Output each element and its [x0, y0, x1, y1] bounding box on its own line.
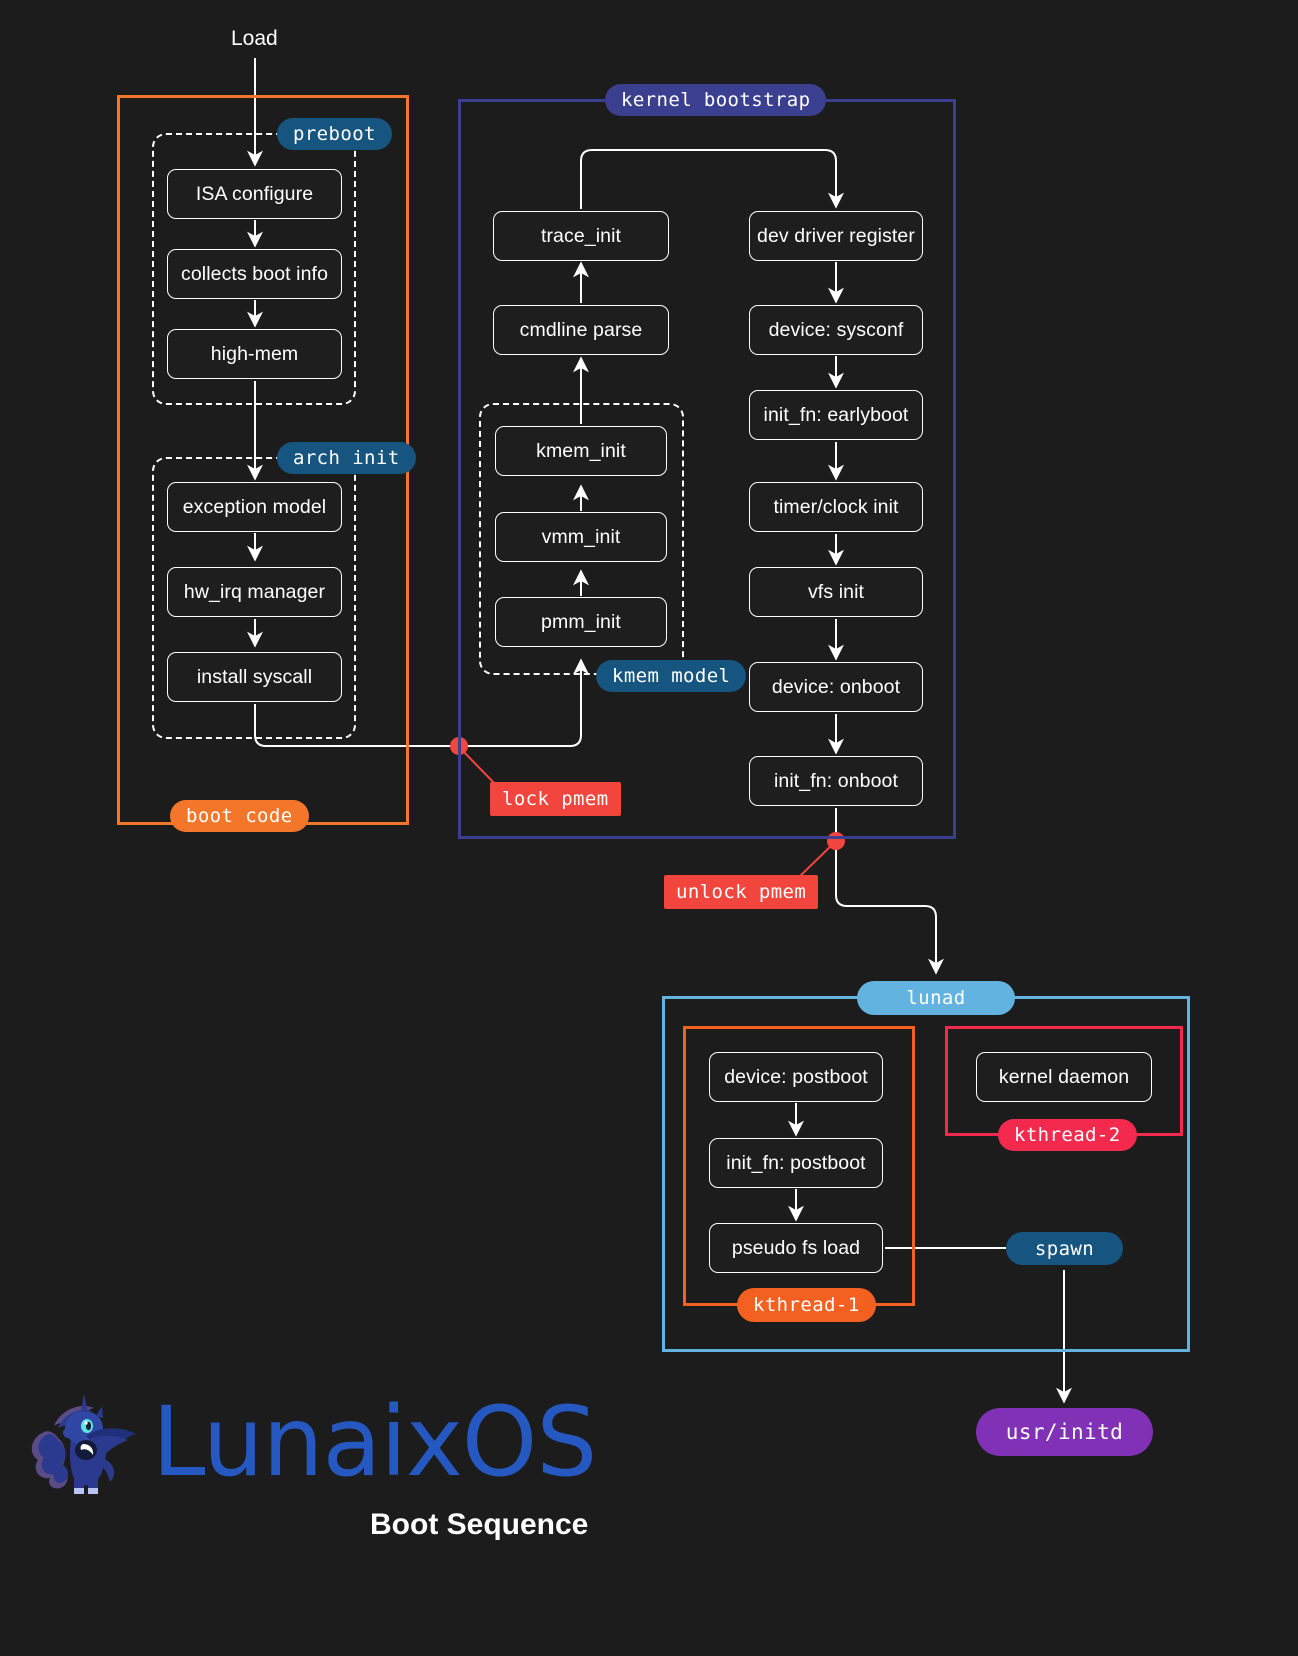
node-device-onboot[interactable]: device: onboot [749, 662, 923, 712]
spawn-label: spawn [1006, 1232, 1123, 1265]
node-init-fn-earlyboot[interactable]: init_fn: earlyboot [749, 390, 923, 440]
node-device-sysconf[interactable]: device: sysconf [749, 305, 923, 355]
node-install-syscall[interactable]: install syscall [167, 652, 342, 702]
annotation-lock-pmem: lock pmem [490, 782, 621, 816]
node-pseudo-fs-load[interactable]: pseudo fs load [709, 1223, 883, 1273]
node-init-fn-onboot[interactable]: init_fn: onboot [749, 756, 923, 806]
group-label-kernel-bootstrap: kernel bootstrap [605, 84, 827, 116]
group-label-kthread-1: kthread-1 [737, 1288, 876, 1322]
group-kmem-model [479, 403, 684, 675]
entry-label: Load [231, 27, 278, 50]
group-label-boot-code: boot code [170, 800, 309, 832]
node-init-fn-postboot[interactable]: init_fn: postboot [709, 1138, 883, 1188]
node-pmm-init[interactable]: pmm_init [495, 597, 667, 647]
group-preboot [152, 133, 356, 405]
annotation-unlock-pmem: unlock pmem [664, 875, 819, 909]
luna-mascot-icon [31, 1394, 136, 1494]
node-dev-driver-register[interactable]: dev driver register [749, 211, 923, 261]
node-cmdline-parse[interactable]: cmdline parse [493, 305, 669, 355]
group-label-arch-init: arch init [277, 442, 416, 474]
group-label-lunad: lunad [857, 981, 1015, 1015]
node-isa-configure[interactable]: ISA configure [167, 169, 342, 219]
node-high-mem[interactable]: high-mem [167, 329, 342, 379]
node-vmm-init[interactable]: vmm_init [495, 512, 667, 562]
node-exception-model[interactable]: exception model [167, 482, 342, 532]
diagram-title: Boot Sequence [370, 1508, 589, 1541]
group-label-preboot: preboot [277, 118, 392, 150]
node-hw-irq-manager[interactable]: hw_irq manager [167, 567, 342, 617]
group-label-kthread-2: kthread-2 [998, 1119, 1137, 1151]
node-vfs-init[interactable]: vfs init [749, 567, 923, 617]
terminal-usr-initd: usr/initd [976, 1408, 1153, 1456]
node-collects-boot-info[interactable]: collects boot info [167, 249, 342, 299]
node-kernel-daemon[interactable]: kernel daemon [976, 1052, 1152, 1102]
brand-wordmark: LunaixOS [152, 1386, 597, 1498]
node-device-postboot[interactable]: device: postboot [709, 1052, 883, 1102]
node-kmem-init[interactable]: kmem_init [495, 426, 667, 476]
node-trace-init[interactable]: trace_init [493, 211, 669, 261]
node-timer-clock-init[interactable]: timer/clock init [749, 482, 923, 532]
group-label-kmem-model: kmem model [596, 660, 747, 692]
group-arch-init [152, 457, 356, 739]
brand-lockup: LunaixOS [24, 1386, 597, 1498]
